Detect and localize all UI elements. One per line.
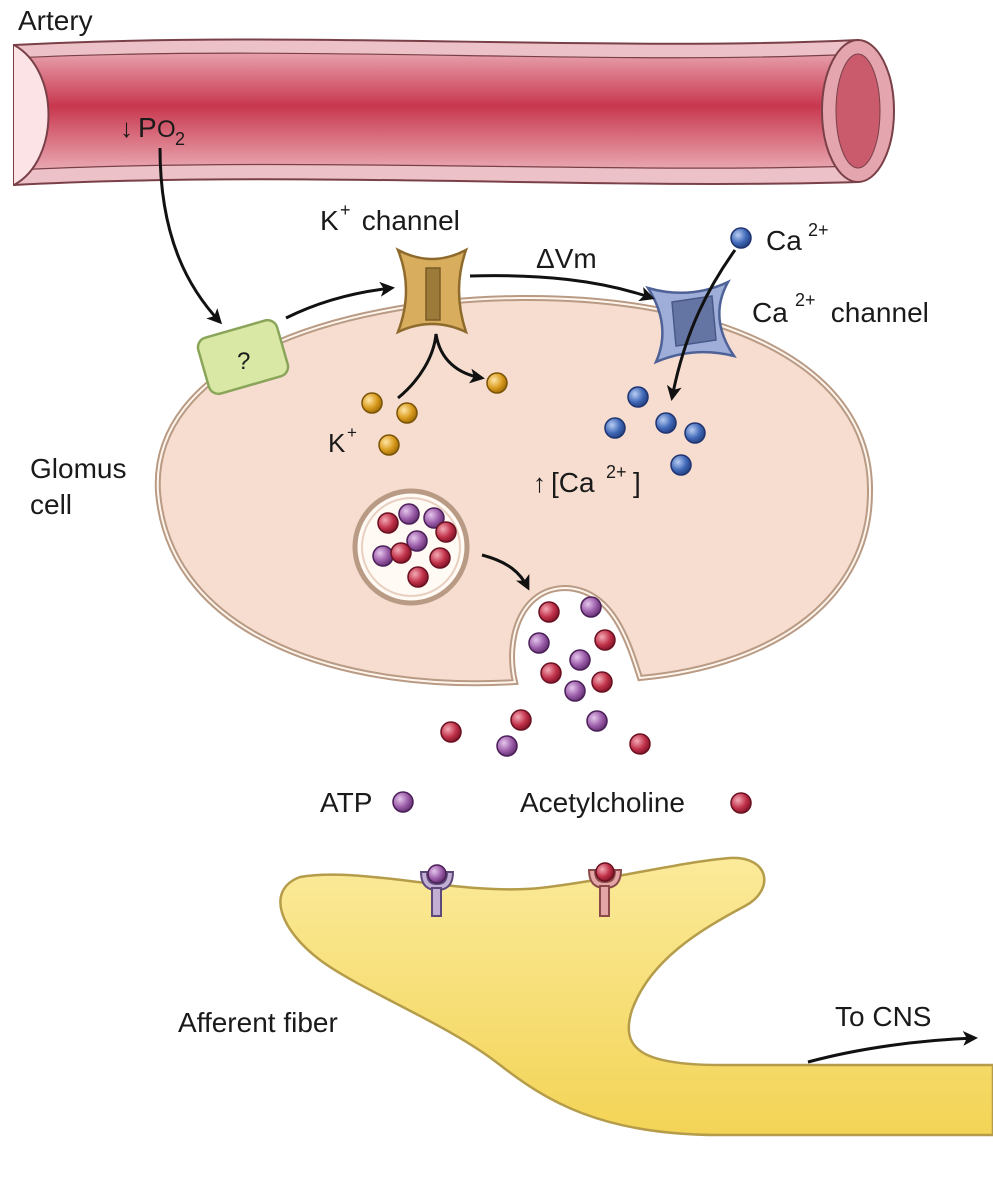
- afferent-fiber-label: Afferent fiber: [178, 1007, 338, 1038]
- acetylcholine-molecule: [591, 671, 613, 693]
- to-cns-label: To CNS: [835, 1001, 931, 1032]
- oxygen-sensor-icon: [196, 318, 290, 396]
- artery: [13, 38, 895, 187]
- acetylcholine-molecule: [510, 709, 532, 731]
- ca-ion-label-sup: 2+: [808, 220, 829, 240]
- k-ion-label-base: K: [328, 428, 346, 458]
- k-channel-icon: [395, 247, 469, 335]
- ca-ion: [655, 412, 677, 434]
- delta-vm-label: ΔVm: [536, 243, 597, 274]
- glomus-label-1: Glomus: [30, 453, 126, 484]
- ca-channel-label-base: Ca: [752, 297, 788, 328]
- atp-molecule: [586, 710, 608, 732]
- ca-channel-label-word: channel: [823, 297, 929, 328]
- acetylcholine-molecule: [538, 601, 560, 623]
- k-ions: [361, 372, 508, 456]
- atp-receptor-icon: [419, 864, 455, 917]
- ca-ions: [604, 386, 706, 476]
- ca-channel-label-sup: 2+: [795, 290, 816, 310]
- k-channel-label-word: channel: [354, 205, 460, 236]
- atp-molecule: [580, 596, 602, 618]
- ca-ion: [684, 422, 706, 444]
- arrow-k-efflux: [397, 333, 485, 400]
- ca-ion: [670, 454, 692, 476]
- ca-ion-label-base: Ca: [766, 225, 802, 256]
- ca-ion: [604, 417, 626, 439]
- atp-molecule: [496, 735, 518, 757]
- glomus-label-2: cell: [30, 489, 72, 520]
- sensor-question-mark: ?: [237, 348, 250, 375]
- glomus-cell-membrane-inner: [156, 296, 872, 685]
- k-ion-label-sup: +: [347, 423, 357, 442]
- afferent-fiber: [279, 856, 993, 1137]
- po2-arrow: ↓: [120, 113, 133, 143]
- artery-label: Artery: [18, 5, 93, 36]
- acetylcholine-molecule: [540, 662, 562, 684]
- artery-right-lumen: [835, 53, 881, 169]
- k-channel-label-sup: +: [340, 200, 351, 220]
- po2-label-p: P: [138, 112, 157, 143]
- ca-ion-legend-icon: [730, 227, 752, 249]
- pathway-arrows: [158, 147, 737, 591]
- ca-conc-arrow: ↑: [533, 468, 546, 498]
- ca-conc-sup: 2+: [606, 462, 627, 482]
- acetylcholine-label: Acetylcholine: [520, 787, 685, 818]
- k-ion: [486, 372, 508, 394]
- acetylcholine-legend-icon: [730, 792, 752, 814]
- k-ion: [396, 402, 418, 424]
- acetylcholine-molecule: [440, 721, 462, 743]
- arrow-sensor-to-k-channel: [285, 281, 395, 320]
- artery-left-cut: [13, 44, 50, 186]
- acetylcholine-receptor-icon: [587, 862, 623, 917]
- k-channel-label-base: K: [320, 205, 339, 236]
- ca-ion: [627, 386, 649, 408]
- released-transmitters: [440, 596, 651, 757]
- atp-molecule: [564, 680, 586, 702]
- atp-legend-icon: [392, 791, 414, 813]
- acetylcholine-molecule: [594, 629, 616, 651]
- arrow-po2-to-sensor: [158, 147, 223, 325]
- po2-label-o: O: [157, 116, 176, 143]
- po2-label-sub: 2: [175, 129, 185, 149]
- arrow-to-cns: [807, 1030, 978, 1064]
- acetylcholine-molecule: [629, 733, 651, 755]
- arrow-ca-influx: [666, 249, 737, 401]
- ca-channel-icon: [645, 279, 737, 365]
- k-ion: [361, 392, 383, 414]
- ca-conc-close: ]: [633, 467, 641, 498]
- arrow-k-channel-to-ca-channel: [469, 274, 655, 302]
- atp-label: ATP: [320, 787, 372, 818]
- atp-molecule: [528, 632, 550, 654]
- atp-molecule: [569, 649, 591, 671]
- ca-conc-open: [Ca: [551, 467, 595, 498]
- arrow-vesicle-to-release: [481, 553, 530, 591]
- k-ion: [378, 434, 400, 456]
- vesicle-icon: [352, 488, 470, 606]
